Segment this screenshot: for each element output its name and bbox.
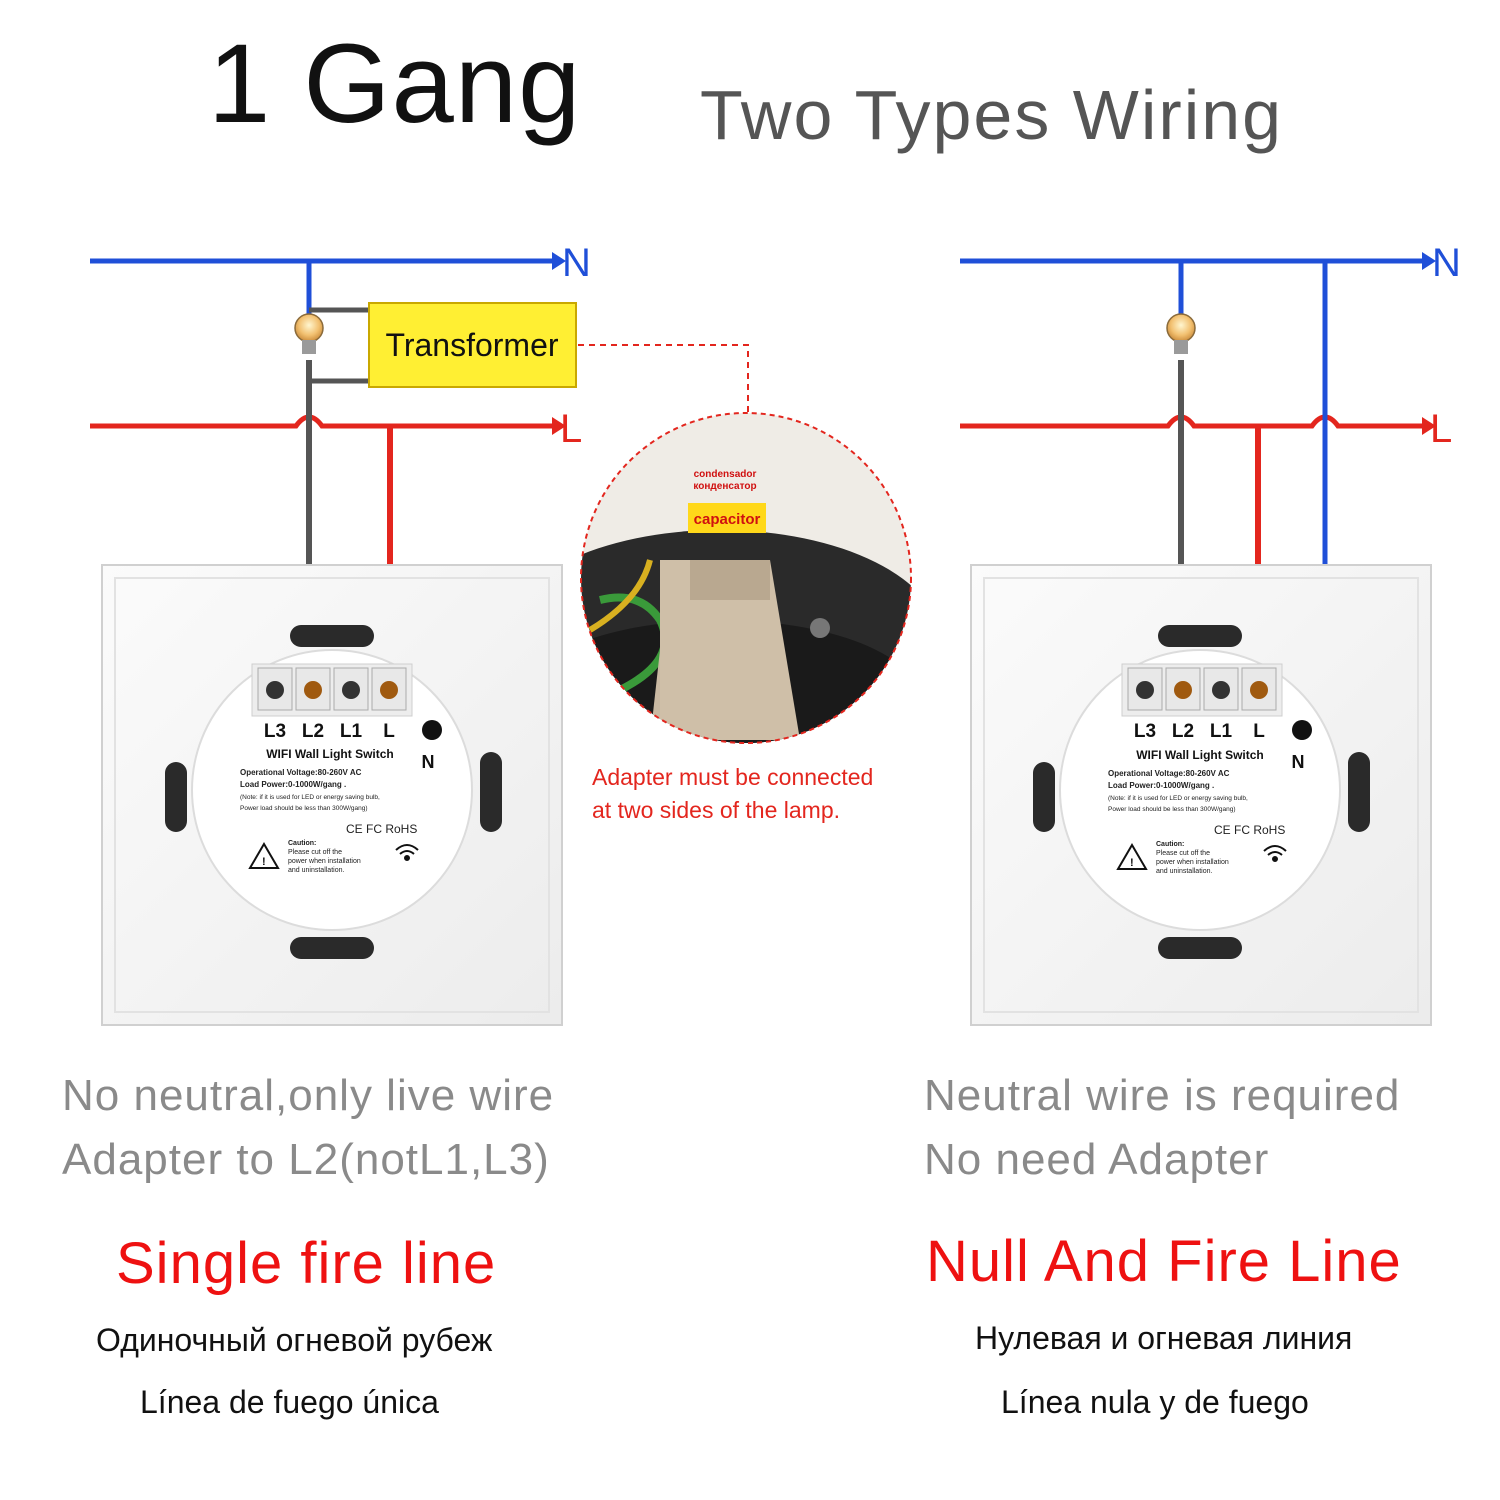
left-n-terminal-label: N <box>422 752 435 772</box>
right-title-es: Línea nula y de fuego <box>1001 1384 1309 1420</box>
inset-note-2: at two sides of the lamp. <box>592 797 840 823</box>
left-warning-icon <box>248 842 280 869</box>
svg-text:!: ! <box>262 856 266 868</box>
left-caption-2: Adapter to L2(notL1,L3) <box>62 1135 550 1184</box>
left-title: Single fire line <box>116 1231 497 1296</box>
right-switch-module <box>1059 649 1341 931</box>
right-n-label: N <box>1432 241 1461 285</box>
capacitor-tag-label: capacitor <box>694 511 761 528</box>
left-spec-1: Operational Voltage:80-260V AC <box>240 768 362 777</box>
svg-text:!: ! <box>1130 857 1134 869</box>
left-terminal-l1: L1 <box>340 721 363 742</box>
left-spec-2: Load Power:0-1000W/gang . <box>240 780 346 789</box>
right-spec-4: Power load should be less than 300W/gang… <box>1108 806 1236 813</box>
right-diagram: N L L3 L2 L1 L <box>960 241 1461 1026</box>
left-wifi-icon <box>395 844 419 861</box>
inset-note-1: Adapter must be connected <box>592 764 873 790</box>
right-caption-2: No need Adapter <box>924 1135 1270 1184</box>
right-terminal-l3: L3 <box>1134 721 1156 742</box>
left-diagram: N L Transformer <box>90 241 749 1026</box>
inset-frame <box>580 412 912 744</box>
capacitor-inset <box>581 413 911 743</box>
inset-label-ru: конденсатор <box>693 481 756 492</box>
right-spec-2: Load Power:0-1000W/gang . <box>1108 781 1214 790</box>
transformer-label: Transformer <box>385 327 558 363</box>
left-caution-1: Caution: <box>288 840 316 847</box>
right-caption-1: Neutral wire is required <box>924 1071 1401 1120</box>
left-title-es: Línea de fuego única <box>140 1384 439 1420</box>
left-n-label: N <box>562 241 591 285</box>
left-caution-3: power when installation <box>288 858 361 865</box>
transformer-box <box>368 302 577 388</box>
right-terminal-block <box>1127 667 1277 711</box>
inset-label-es: condensador <box>694 469 757 480</box>
left-spec-4: Power load should be less than 300W/gang… <box>240 805 368 812</box>
left-live-wire <box>90 414 552 429</box>
transformer-dashed-link <box>578 344 749 420</box>
left-terminal-l3: L3 <box>264 721 286 742</box>
left-device-title: WIFI Wall Light Switch <box>266 747 394 761</box>
right-wifi-icon <box>1263 845 1287 862</box>
title-sub: Two Types Wiring <box>700 76 1284 154</box>
right-caution-1: Caution: <box>1156 841 1184 848</box>
right-n-terminal <box>1292 720 1312 740</box>
right-live-wire <box>960 414 1422 429</box>
left-l-label: L <box>560 407 582 451</box>
left-terminal-block <box>257 667 407 711</box>
right-terminal-l: L <box>1253 721 1265 742</box>
right-title-ru: Нулевая и огневая линия <box>975 1320 1353 1356</box>
capacitor-tag <box>688 503 766 533</box>
right-caution-4: and uninstallation. <box>1156 868 1212 875</box>
left-caution-2: Please cut off the <box>288 849 342 856</box>
right-terminal-l2: L2 <box>1172 721 1194 742</box>
left-spec-3: (Note: if it is used for LED or energy s… <box>240 794 380 801</box>
right-n-terminal-label: N <box>1292 752 1305 772</box>
left-lamp-icon <box>294 313 324 354</box>
right-spec-3: (Note: if it is used for LED or energy s… <box>1108 795 1248 802</box>
right-caution-3: power when installation <box>1156 859 1229 866</box>
right-title: Null And Fire Line <box>926 1229 1402 1294</box>
right-terminal-l1: L1 <box>1210 721 1233 742</box>
right-device-title: WIFI Wall Light Switch <box>1136 748 1264 762</box>
left-title-ru: Одиночный огневой рубеж <box>96 1322 493 1358</box>
right-warning-icon <box>1116 843 1148 870</box>
left-cert: CE FC RoHS <box>346 822 417 836</box>
right-spec-1: Operational Voltage:80-260V AC <box>1108 769 1230 778</box>
right-cert: CE FC RoHS <box>1214 823 1285 837</box>
right-lamp-icon <box>1166 313 1196 354</box>
right-l-label: L <box>1430 407 1452 451</box>
right-caution-2: Please cut off the <box>1156 850 1210 857</box>
left-switch-module <box>191 649 473 931</box>
left-terminal-l: L <box>383 721 395 742</box>
left-caption-1: No neutral,only live wire <box>62 1071 555 1120</box>
left-caution-4: and uninstallation. <box>288 867 344 874</box>
left-n-terminal <box>422 720 442 740</box>
title-main: 1 Gang <box>208 21 582 146</box>
left-terminal-l2: L2 <box>302 721 324 742</box>
